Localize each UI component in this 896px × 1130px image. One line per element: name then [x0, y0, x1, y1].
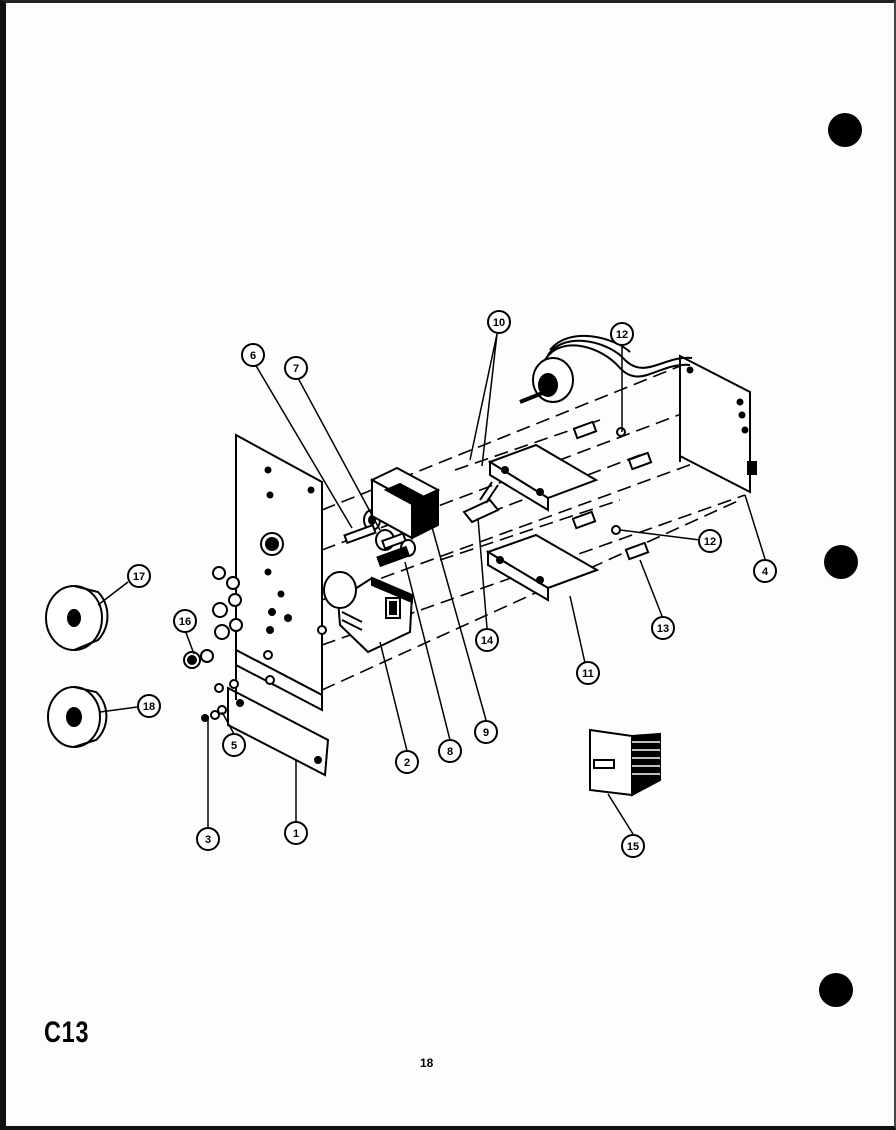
callout-6: 6: [250, 350, 256, 362]
callout-2: 2: [404, 757, 410, 769]
callout-numbers: 1 2 3 4 5 6 7 8 9 10 11 12 12 13 14 15 1…: [133, 317, 769, 853]
binder-hole-middle: [824, 545, 858, 579]
binder-holes: [819, 113, 862, 1007]
binder-hole-top: [828, 113, 862, 147]
callout-14: 14: [481, 635, 494, 647]
callout-circles: [127, 310, 777, 858]
rear-motor: [519, 334, 693, 404]
callout-4: 4: [762, 566, 769, 578]
part-17-dial: [45, 585, 109, 651]
callout-17: 17: [133, 571, 145, 583]
binder-hole-bottom: [819, 973, 853, 1007]
callout-18: 18: [143, 701, 155, 713]
callout-7: 7: [293, 363, 299, 375]
callout-15: 15: [627, 841, 639, 853]
leader-lines: [97, 333, 766, 835]
page-number: 18: [420, 1056, 434, 1070]
callout-12-right: 12: [704, 536, 716, 548]
callout-10: 10: [493, 317, 505, 329]
part-15-connector-block: [589, 728, 661, 797]
callout-13: 13: [657, 623, 669, 635]
callout-16: 16: [179, 616, 191, 628]
part-14-small-switch: [462, 481, 500, 524]
part-1-front-panel: [227, 433, 330, 777]
part-2-timer-motor: [317, 571, 414, 654]
callout-3: 3: [205, 834, 211, 846]
callout-8: 8: [447, 746, 453, 758]
callout-11: 11: [582, 668, 594, 680]
connector-pins: [571, 420, 653, 561]
section-code: C13: [44, 1016, 90, 1049]
callout-5: 5: [231, 740, 237, 752]
part-11-brackets: [485, 443, 600, 602]
callout-12-top: 12: [616, 329, 628, 341]
callout-9: 9: [483, 727, 489, 739]
part-4-rear-plate: [679, 354, 757, 494]
part-18-dial: [47, 686, 108, 748]
hardware-nuts-screws: [183, 566, 243, 722]
callout-1: 1: [293, 828, 299, 840]
